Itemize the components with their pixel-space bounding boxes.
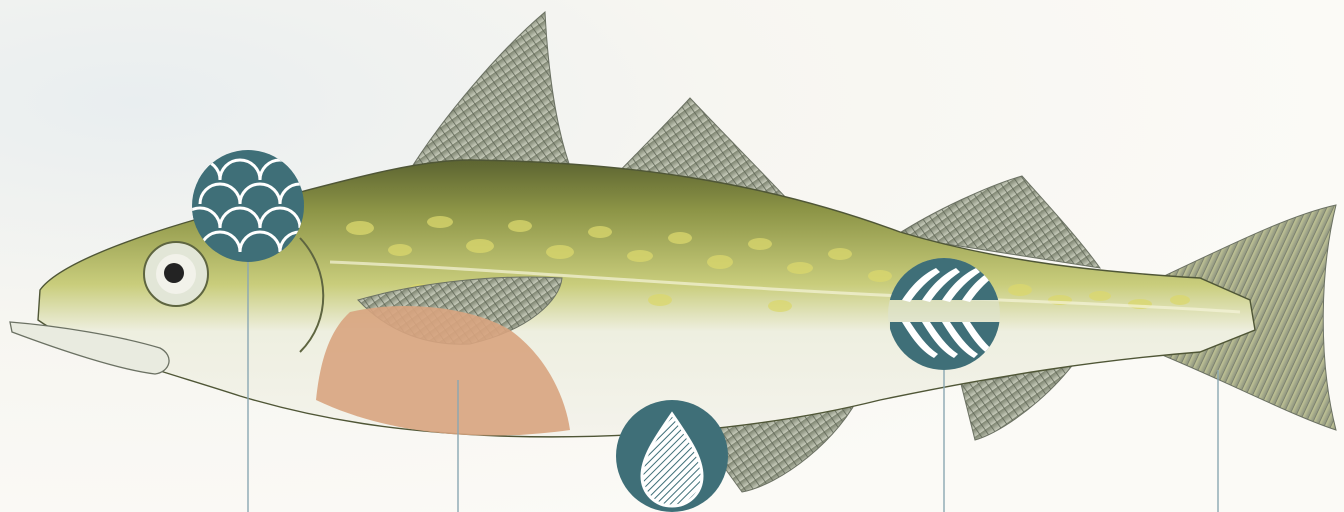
eye xyxy=(144,242,208,306)
oil-drop-icon xyxy=(616,400,728,512)
